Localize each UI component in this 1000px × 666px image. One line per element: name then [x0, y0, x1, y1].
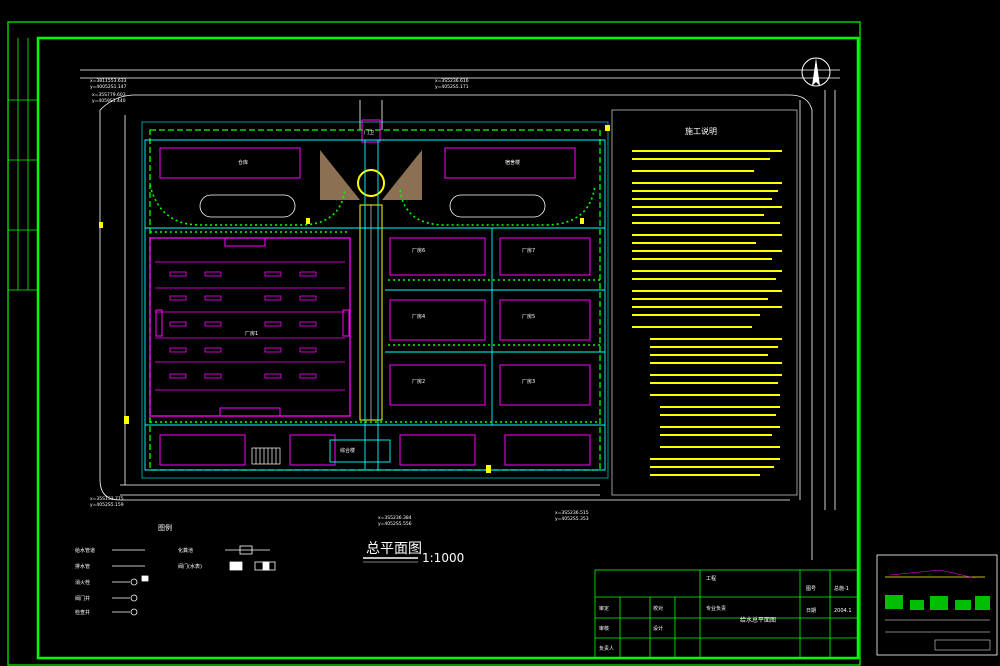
coord-c2: y=40052S1.147 [90, 84, 127, 90]
building-labels: 厂房1 仓库 厂房6 厂房7 厂房4 厂房5 厂房2 厂房3 门卫 综合楼 宿舍… [238, 129, 535, 454]
legend-item: 给水管道 [75, 547, 95, 554]
building-label: 仓库 [238, 159, 248, 166]
building-label: 厂房5 [522, 313, 535, 320]
coord-c6: y=4052S5.171 [435, 84, 469, 90]
legend-title: 图例 [158, 523, 172, 532]
building-label: 综合楼 [340, 447, 355, 454]
tb-sheet: 总施-1 [834, 585, 849, 592]
coord-c7: x=35S1S3.775 [90, 496, 124, 502]
building-label: 厂房1 [245, 330, 258, 337]
building-label: 厂房7 [522, 247, 535, 254]
building-label: 厂房6 [412, 247, 425, 254]
tb-stamp: 专业负责 [706, 605, 726, 612]
coord-c11: x=3S5236.515 [555, 510, 589, 516]
notes-title: 施工说明 [685, 126, 717, 136]
tb-row: 校对 [653, 605, 663, 612]
tb-row: 设计 [653, 625, 663, 632]
gate [251, 447, 281, 465]
roads [80, 69, 840, 560]
coord-c5: x=3S5236.616 [435, 78, 469, 84]
parking-loops [199, 194, 546, 218]
building-label: 厂房4 [412, 313, 425, 320]
binding-strip [8, 38, 38, 291]
coord-c1: x=3811553.633 [90, 78, 127, 84]
tb-date-label: 日期 [806, 608, 816, 614]
notes-panel: 施工说明 [611, 109, 798, 496]
tb-row: 审核 [599, 625, 609, 632]
coord-c12: y=4052S5.353 [555, 516, 589, 522]
coordinate-labels: x=3811553.633 y=40052S1.147 x=35S779.603… [90, 78, 589, 527]
building-label: 宿舍楼 [505, 159, 520, 166]
markers [99, 125, 610, 473]
legend-item: 阀门井 [75, 595, 90, 602]
legend-item: 阀门(水表) [178, 563, 202, 570]
coord-c3: x=35S779.603 [92, 92, 126, 98]
central-avenue [320, 119, 422, 421]
legend-item: 检查井 [75, 609, 90, 616]
drawing-title: 总平面图 [366, 541, 422, 557]
title-block-text: 工程 专业负责 给水总平面图 图号 总施-1 日期 2004.1 审定 审核 负… [599, 575, 852, 652]
buildings [149, 147, 591, 466]
tb-date: 2004.1 [834, 608, 852, 614]
north-arrow-icon [801, 57, 831, 87]
tb-sheet-label: 图号 [806, 586, 816, 592]
tb-drawing-name: 给水总平面图 [740, 616, 776, 624]
sheet-border [7, 21, 861, 666]
legend-item: 消火栓 [75, 579, 90, 586]
drawing-frame [36, 36, 860, 660]
tb-row: 审定 [599, 605, 609, 612]
legend-item: 化粪池 [178, 547, 193, 554]
building-label: 厂房3 [522, 378, 535, 385]
coord-c4: y=4059S1.440 [92, 98, 126, 104]
legend-item: 排水管 [75, 563, 90, 570]
drawing-title-block: 总平面图 1:1000 [363, 541, 464, 565]
water-lines [144, 139, 606, 471]
legend: 图例 给水管道 排水管 消火栓 阀门井 检查井 化粪池 阀门(水表) [75, 523, 276, 616]
building-label: 门卫 [364, 129, 374, 136]
drawing-scale: 1:1000 [422, 551, 464, 565]
coord-c8: y=4052S5.159 [90, 502, 124, 508]
coord-c9: x=3S5236.384 [378, 515, 412, 521]
building-label: 厂房2 [412, 378, 425, 385]
tb-project: 工程 [706, 575, 716, 582]
title-block [594, 569, 859, 659]
landscaping [149, 184, 600, 423]
thumbnail-preview[interactable] [876, 554, 998, 656]
tb-row: 负责人 [599, 645, 614, 652]
coord-c10: y=4052S5.556 [378, 521, 412, 527]
